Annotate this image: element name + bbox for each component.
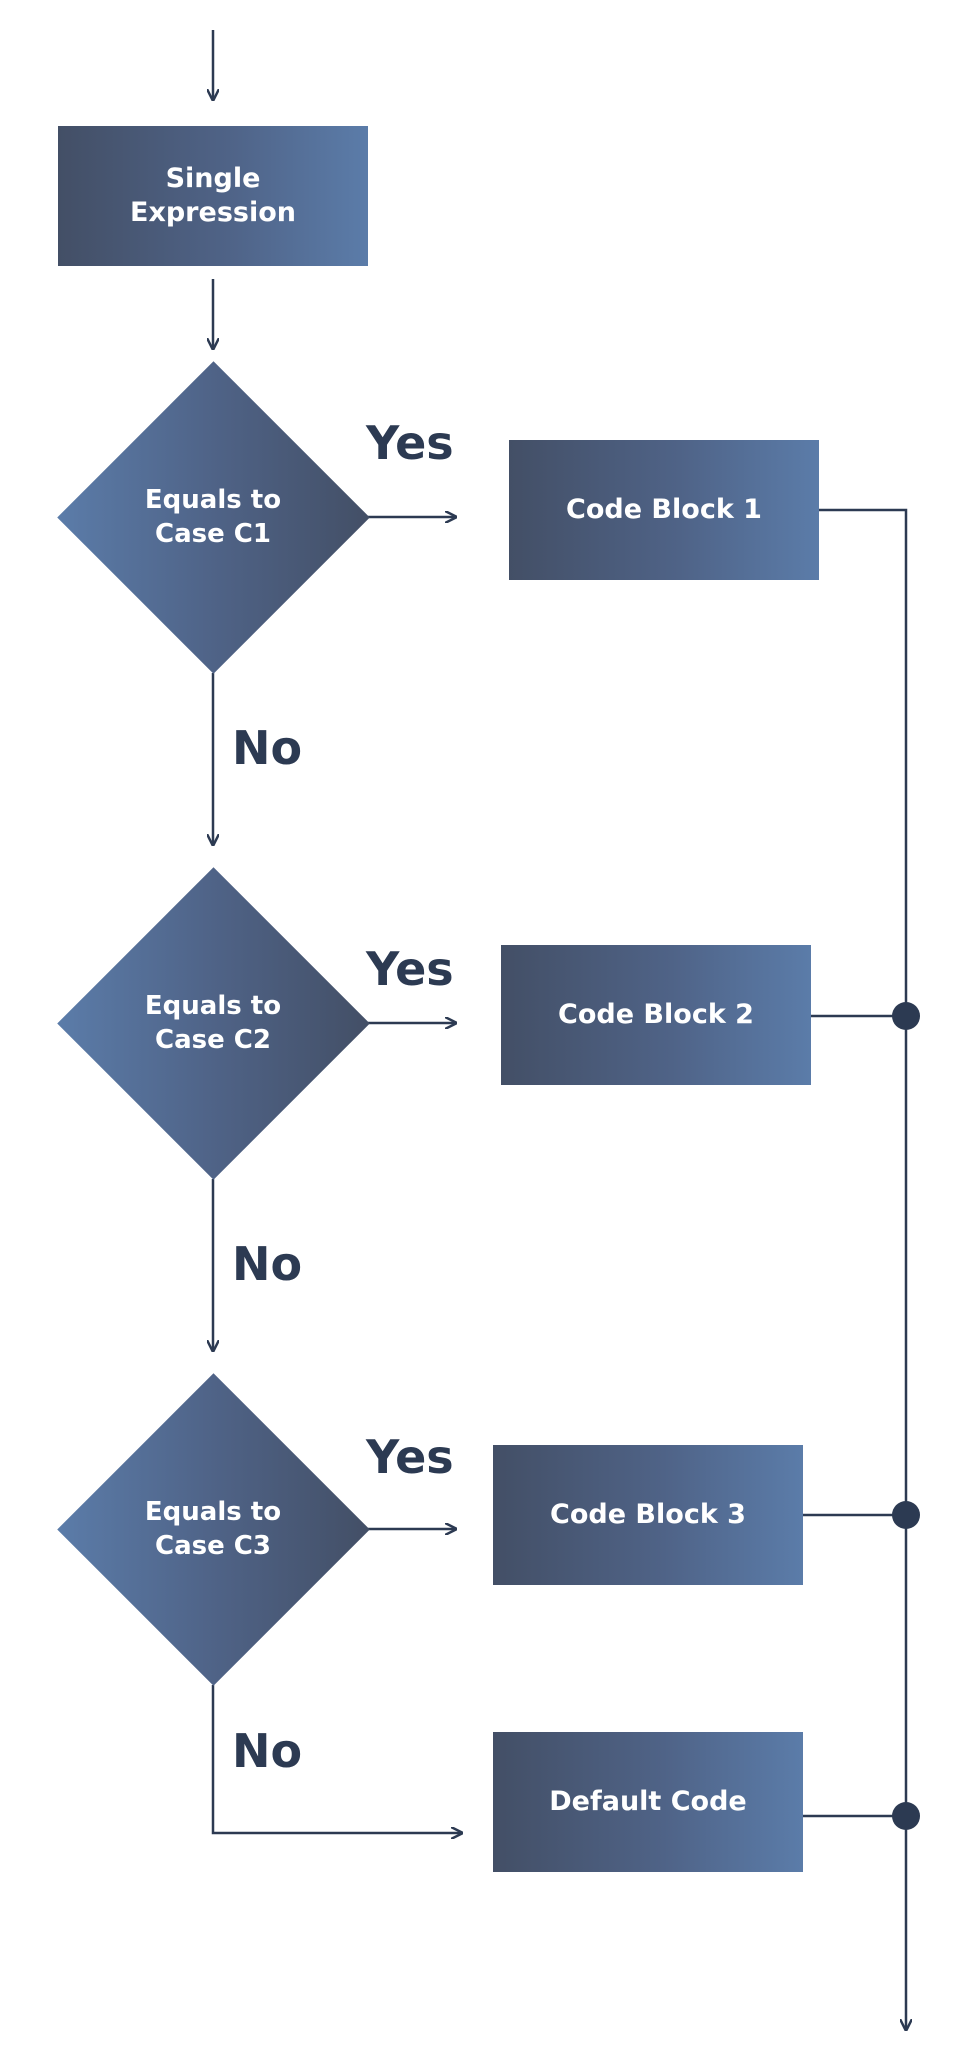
yes2-label: Yes — [366, 942, 454, 996]
decision2-line1: Equals to — [144, 991, 282, 1021]
code-block-3-label: Code Block 3 — [550, 1499, 746, 1530]
start-node-line1: Single — [165, 163, 261, 194]
block1-output-line — [819, 508, 906, 2030]
yes3-label: Yes — [366, 1430, 454, 1484]
yes1-label: Yes — [366, 416, 454, 470]
no1-label: No — [232, 721, 303, 775]
no2-label: No — [232, 1237, 303, 1291]
decision3-line1: Equals to — [144, 1497, 282, 1527]
no3-label: No — [232, 1724, 303, 1778]
default-code-block: Default Code — [493, 1732, 803, 1872]
code-block-1-label: Code Block 1 — [566, 494, 762, 525]
code-block-3: Code Block 3 — [493, 1445, 803, 1585]
decision1-label: Equals to Case C1 — [113, 483, 313, 551]
junction-dot-block3 — [892, 1501, 920, 1529]
decision2-label: Equals to Case C2 — [113, 989, 313, 1057]
decision3-line2: Case C3 — [155, 1531, 271, 1561]
code-block-2: Code Block 2 — [501, 945, 811, 1085]
junction-dot-default — [892, 1802, 920, 1830]
decision1-line1: Equals to — [144, 485, 282, 515]
code-block-1: Code Block 1 — [509, 440, 819, 580]
junction-dot-block2 — [892, 1002, 920, 1030]
code-block-2-label: Code Block 2 — [558, 999, 754, 1030]
decision2-line2: Case C2 — [155, 1025, 271, 1055]
no3-arrow — [211, 1685, 462, 1833]
start-node: Single Expression — [58, 126, 368, 266]
default-code-label: Default Code — [549, 1786, 747, 1817]
decision3-label: Equals to Case C3 — [113, 1495, 313, 1563]
decision1-line2: Case C1 — [155, 519, 271, 549]
start-node-line2: Expression — [130, 197, 296, 228]
